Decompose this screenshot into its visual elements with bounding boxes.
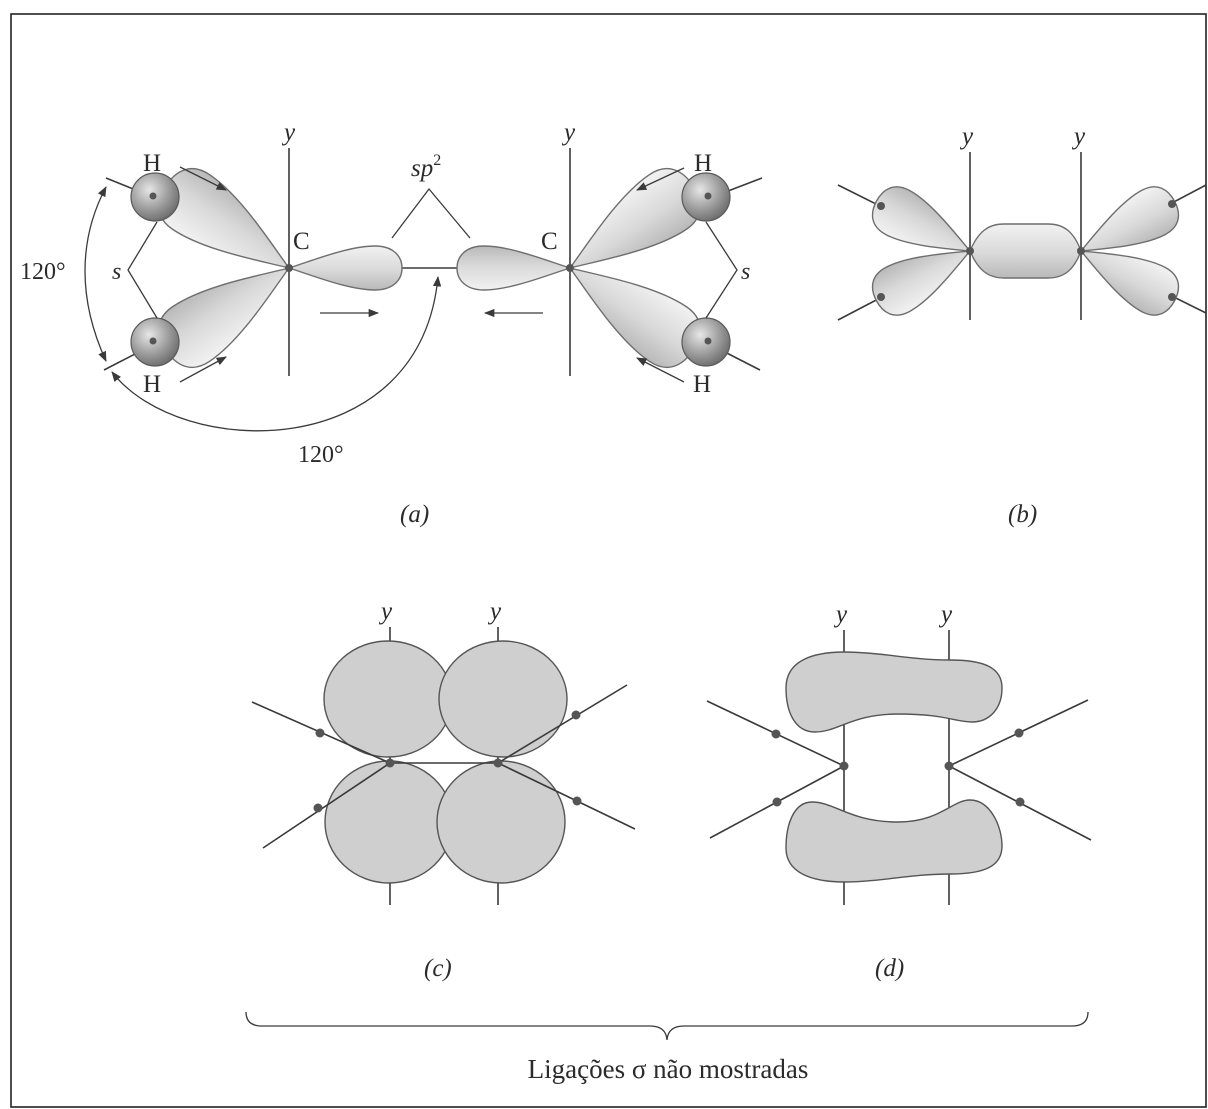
panel-d: y y (d) — [706, 601, 1092, 982]
axis-label-y: y — [1071, 123, 1086, 150]
carbon-nucleus — [493, 758, 503, 768]
panel-label-b: (b) — [1008, 501, 1037, 528]
bond-line — [497, 762, 636, 830]
arrow-h-top-left — [179, 166, 227, 191]
hydrogen-nucleus — [315, 728, 325, 738]
hydrogen-nucleus — [1015, 797, 1025, 807]
s-label-left: s — [112, 259, 121, 285]
axis-label-y: y — [378, 598, 393, 625]
angle-label-bottom: 120° — [298, 442, 344, 468]
angle-arc-left — [84, 186, 107, 362]
hydrogen-nucleus — [571, 710, 581, 720]
arrow-h-bottom-right — [636, 357, 685, 383]
panel-label-d: (d) — [875, 955, 904, 982]
carbon-nucleus-left — [285, 264, 293, 272]
hydrogen-nucleus — [313, 803, 323, 813]
hydrogen-nucleus — [877, 202, 885, 210]
hydrogen-nucleus — [149, 192, 157, 200]
hydrogen-nucleus — [1014, 728, 1024, 738]
sp2-lobes-right — [456, 167, 701, 369]
sigma-bond-orbital — [969, 223, 1082, 279]
caption: Ligações σ não mostradas — [528, 1054, 809, 1084]
carbon-label-right: C — [541, 228, 558, 255]
hydrogen-nucleus — [877, 293, 885, 301]
arrow-h-top-right — [636, 167, 685, 191]
sp2-lobe — [871, 250, 972, 316]
hydrogen-nucleus — [572, 796, 582, 806]
angle-label-left: 120° — [20, 259, 66, 285]
hydrogen-nucleus — [1168, 293, 1176, 301]
p-orbital-lobe — [436, 760, 566, 884]
panel-label-c: (c) — [424, 955, 452, 982]
hydrogen-label-bottom-left: H — [143, 371, 161, 398]
panel-c: y y (c) — [251, 598, 636, 982]
axis-label-y: y — [938, 601, 953, 628]
carbon-nucleus-right — [566, 264, 574, 272]
panel-b: y y (b) — [837, 123, 1207, 528]
hydrogen-nucleus — [149, 337, 157, 345]
sp2-lobe-right-axial — [456, 245, 573, 291]
sp2-lobes-left — [158, 167, 403, 369]
sp2-bracket — [391, 187, 471, 239]
hybrid-label: sp2 — [411, 152, 441, 182]
axis-label-y: y — [833, 601, 848, 628]
sp2-lobe — [1079, 250, 1180, 316]
carbon-nucleus — [1077, 247, 1085, 255]
carbon-nucleus — [966, 247, 974, 255]
hydrogen-label-bottom-right: H — [693, 371, 711, 398]
sp2-lobe — [871, 186, 972, 252]
bond-line — [262, 762, 391, 849]
carbon-nucleus — [944, 761, 954, 771]
axis-label-y: y — [959, 123, 974, 150]
angle-arc-bottom — [111, 275, 442, 432]
s-bracket-left — [127, 221, 158, 319]
axis-label-y: y — [561, 119, 576, 146]
axis-label-y: y — [487, 598, 502, 625]
hydrogen-label-top-right: H — [694, 150, 712, 177]
hydrogen-nucleus — [772, 797, 782, 807]
carbon-label-left: C — [293, 228, 310, 255]
carbon-nucleus — [385, 758, 395, 768]
carbon-nucleus — [839, 761, 849, 771]
p-orbital-lobe — [438, 640, 568, 758]
figure-border — [10, 13, 1207, 1108]
hydrogen-label-top-left: H — [143, 150, 161, 177]
panel-label-a: (a) — [400, 501, 429, 528]
pi-bond-upper-lobe — [785, 651, 1003, 733]
s-label-right: s — [741, 259, 750, 285]
bond-line — [497, 684, 628, 764]
s-bracket-right — [705, 221, 738, 319]
p-orbital-lobe — [324, 760, 454, 884]
hydrogen-nucleus — [1168, 200, 1176, 208]
pi-bond-lower-lobe — [785, 799, 1003, 883]
panel-a: y y C C sp2 H H H H s s 120° 120° (a) — [20, 119, 763, 528]
p-orbital-lobe — [323, 640, 453, 758]
grouping-brace — [245, 1011, 1089, 1041]
hydrogen-nucleus — [771, 729, 781, 739]
axis-label-y: y — [281, 119, 296, 146]
hydrogen-nucleus — [704, 337, 712, 345]
hydrogen-nucleus — [704, 192, 712, 200]
